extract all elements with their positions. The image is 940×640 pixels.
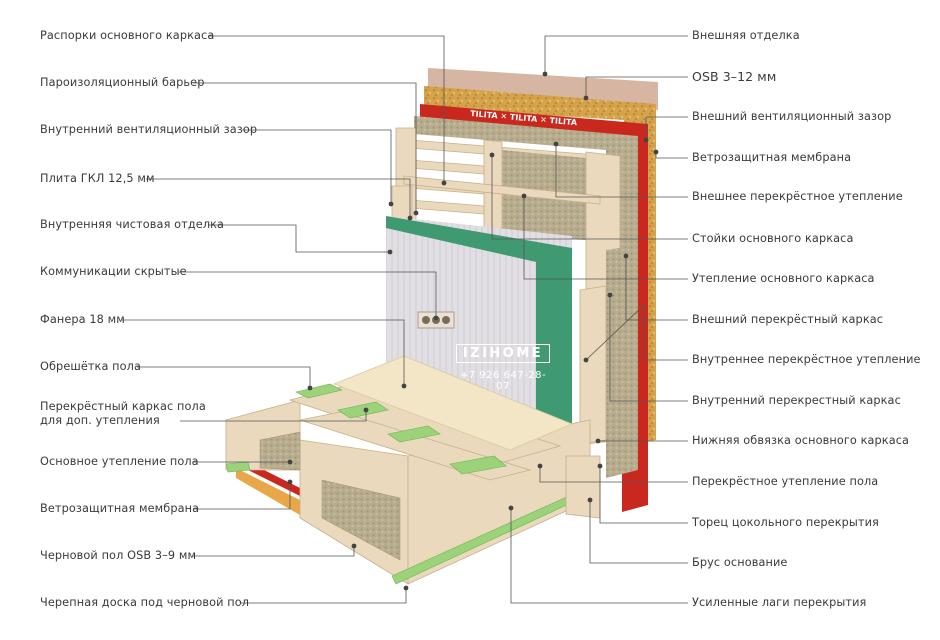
- label-osb-exterior: OSB 3–12 мм: [692, 69, 777, 84]
- brand-phone: +7 926 647-28-07: [459, 370, 547, 392]
- label-inner-cross-frame: Внутренний перекрестный каркас: [692, 394, 901, 407]
- label-cranial-board: Черепная доска под черновой пол: [40, 596, 250, 609]
- base-beam: [565, 455, 601, 519]
- label-reinforced-joists: Усиленные лаги перекрытия: [692, 596, 867, 609]
- label-main-frame-braces: Распорки основного каркаса: [40, 29, 215, 42]
- label-wind-membrane-floor: Ветрозащитная мембрана: [40, 502, 200, 515]
- leader-dots: [287, 71, 659, 591]
- inner-finish-green-sheet: [386, 216, 572, 430]
- label-main-frame-insulation: Утепление основного каркаса: [692, 272, 875, 285]
- label-gkl-board: Плита ГКЛ 12,5 мм: [40, 172, 155, 185]
- label-outer-ventilation-gap: Внешний вентиляционный зазор: [692, 110, 892, 123]
- inner-cross-insulation: [606, 246, 632, 478]
- label-main-floor-insulation: Основное утепление пола: [40, 455, 199, 468]
- label-hidden-utilities: Коммуникации скрытые: [40, 265, 187, 278]
- label-bottom-plate: Нижняя обвязка основного каркаса: [692, 434, 910, 447]
- label-inner-cross-insulation: Внутреннее перекрёстное утепление: [692, 353, 921, 366]
- label-floor-cross-frame: Перекрёстный каркас пола: [40, 400, 206, 413]
- label-floor-cross-insulation: Перекрёстное утепление пола: [692, 475, 879, 488]
- label-base-beam: Брус основание: [692, 556, 788, 569]
- label-floor-cross-frame-2: для доп. утепления: [40, 414, 160, 427]
- inner-cross-frame: [579, 285, 607, 445]
- leader-lines: [122, 35, 688, 604]
- label-plywood: Фанера 18 мм: [40, 313, 125, 326]
- label-subfloor-osb: Черновой пол OSB 3–9 мм: [40, 549, 197, 562]
- label-exterior-finish: Внешняя отделка: [692, 29, 800, 42]
- label-inner-finish: Внутренняя чистовая отделка: [40, 218, 225, 231]
- plywood-floor: [332, 355, 574, 451]
- label-outer-cross-frame: Внешний перекрёстный каркас: [692, 313, 884, 326]
- label-wind-membrane-wall: Ветрозащитная мембрана: [692, 151, 852, 164]
- brand-watermark: IZIHOME +7 926 647-28-07: [456, 344, 550, 392]
- label-floor-battens: Обрешётка пола: [40, 360, 142, 373]
- label-outer-cross-insulation: Внешнее перекрёстное утепление: [692, 190, 903, 203]
- floor-green-pads: [225, 383, 587, 585]
- brand-name: IZIHOME: [456, 344, 550, 363]
- label-main-frame-studs: Стойки основного каркаса: [692, 232, 854, 245]
- label-basement-floor-edge: Торец цокольного перекрытия: [692, 516, 879, 529]
- label-inner-ventilation-gap: Внутренний вентиляционный зазор: [40, 123, 258, 136]
- label-vapour-barrier: Пароизоляционный барьер: [40, 76, 205, 89]
